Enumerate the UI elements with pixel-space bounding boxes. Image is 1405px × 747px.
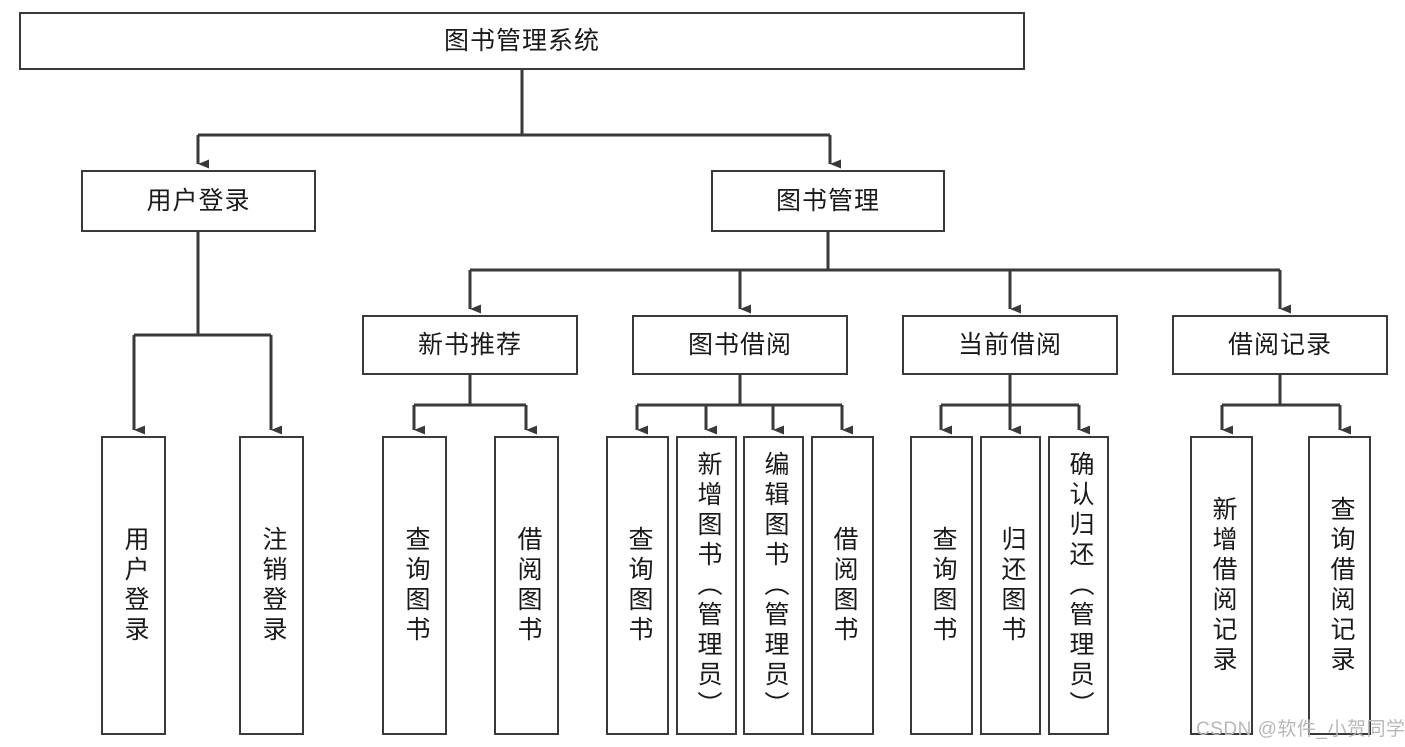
leaf-borrow-book-2[interactable]: 借阅图书 [811,436,874,735]
leaf-user-login-label: 用户登录 [121,525,149,646]
node-new-book-recommend[interactable]: 新书推荐 [362,315,578,375]
leaf-edit-book-admin-label: 编辑图书（管理员） [761,450,789,721]
node-user-login-label: 用户登录 [146,186,251,215]
node-book-borrow-label: 图书借阅 [687,330,792,359]
leaf-confirm-return-admin[interactable]: 确认归还（管理员） [1048,436,1109,735]
leaf-query-borrow-record[interactable]: 查询借阅记录 [1308,436,1371,735]
node-root-label: 图书管理系统 [443,26,600,55]
leaf-query-book-2-label: 查询图书 [625,525,653,646]
node-current-borrow-label: 当前借阅 [957,330,1062,359]
leaf-query-book-1[interactable]: 查询图书 [382,436,447,735]
leaf-query-book-1-label: 查询图书 [402,525,430,646]
node-book-borrow[interactable]: 图书借阅 [632,315,848,375]
leaf-query-book-2[interactable]: 查询图书 [606,436,669,735]
leaf-user-login[interactable]: 用户登录 [101,436,166,735]
node-current-borrow[interactable]: 当前借阅 [902,315,1118,375]
leaf-borrow-book-2-label: 借阅图书 [830,525,858,646]
leaf-add-borrow-record[interactable]: 新增借阅记录 [1190,436,1253,735]
leaf-confirm-return-admin-label: 确认归还（管理员） [1066,450,1094,721]
leaf-add-book-admin-label: 新增图书（管理员） [694,450,722,721]
csdn-watermark: CSDN @软件_小贺同学 [1196,719,1405,740]
leaf-logout-login-label: 注销登录 [259,525,287,646]
node-book-management-label: 图书管理 [775,186,880,215]
leaf-edit-book-admin[interactable]: 编辑图书（管理员） [743,436,804,735]
node-root[interactable]: 图书管理系统 [19,12,1025,70]
leaf-logout-login[interactable]: 注销登录 [239,436,304,735]
leaf-query-book-3-label: 查询图书 [929,525,957,646]
leaf-borrow-book-1[interactable]: 借阅图书 [494,436,559,735]
leaf-add-borrow-record-label: 新增借阅记录 [1209,495,1237,676]
node-borrow-record[interactable]: 借阅记录 [1172,315,1388,375]
leaf-return-book[interactable]: 归还图书 [980,436,1041,735]
node-borrow-record-label: 借阅记录 [1227,330,1332,359]
node-new-book-recommend-label: 新书推荐 [417,330,522,359]
leaf-return-book-label: 归还图书 [998,525,1026,646]
leaf-query-book-3[interactable]: 查询图书 [910,436,973,735]
leaf-query-borrow-record-label: 查询借阅记录 [1327,495,1355,676]
node-user-login[interactable]: 用户登录 [81,170,316,232]
leaf-add-book-admin[interactable]: 新增图书（管理员） [676,436,737,735]
leaf-borrow-book-1-label: 借阅图书 [514,525,542,646]
node-book-management[interactable]: 图书管理 [711,170,945,232]
